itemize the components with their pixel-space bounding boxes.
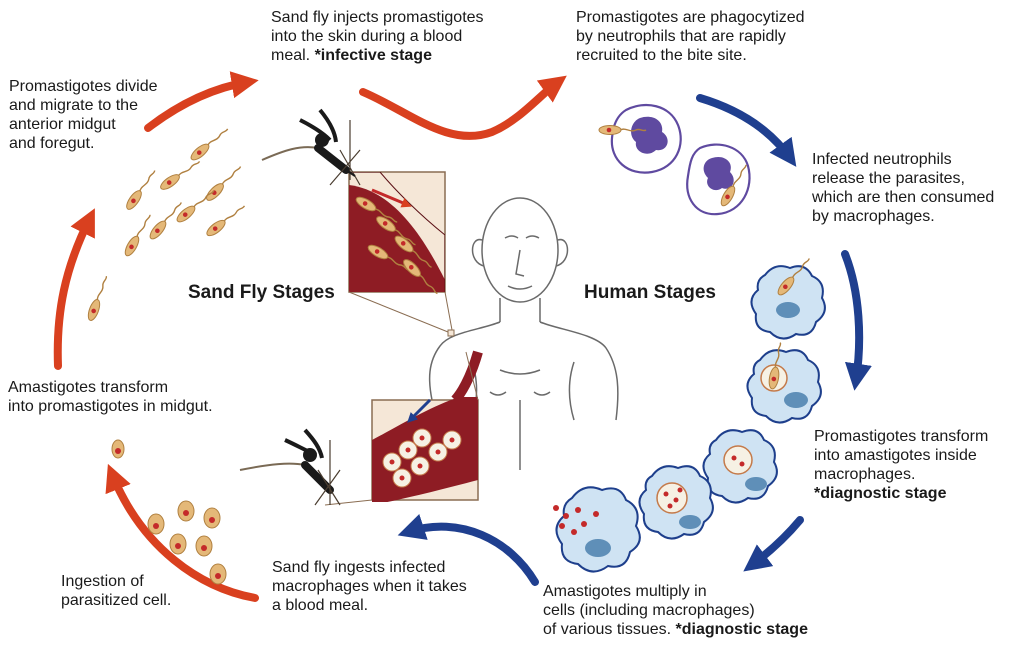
caption-divide-migrate: Promastigotes divide and migrate to the … [9, 77, 158, 153]
promastigote-neutrophil-2 [719, 163, 750, 208]
amastigote-blood-4 [400, 476, 405, 481]
amastigote-free-6 [201, 545, 207, 551]
promastigote-inset-5 [401, 257, 441, 297]
amastigote-in-macrophage-2 [740, 462, 745, 467]
caption-neutrophils-release: Infected neutrophils release the parasit… [812, 150, 994, 226]
promastigote-7 [205, 202, 248, 238]
amastigote-in-macrophage-5 [668, 504, 673, 509]
amastigote-free-5 [175, 543, 181, 549]
amastigote-in-macrophage-3 [664, 492, 669, 497]
promastigote-4 [124, 168, 158, 212]
amastigote-free-2 [153, 523, 159, 529]
promastigote-macrophage-2 [768, 342, 785, 390]
amastigote-in-macrophage-4 [674, 498, 679, 503]
amastigote-in-macrophage-6 [678, 488, 683, 493]
amastigote-blood-1 [390, 460, 395, 465]
amastigote-blood-6 [436, 450, 441, 455]
amastigote-blood-3 [420, 436, 425, 441]
caption-phagocytized: Promastigotes are phagocytized by neutro… [576, 8, 805, 65]
caption-transform-midgut: Amastigotes transform into promastigotes… [8, 378, 213, 416]
amastigote-free-1 [115, 448, 121, 454]
amastigote-in-macrophage-1 [732, 456, 737, 461]
caption-ingestion: Ingestion of parasitized cell. [61, 572, 171, 610]
promastigote-neutrophil-1 [599, 126, 646, 135]
amastigote-released-2 [563, 513, 569, 519]
amastigote-released-3 [575, 507, 581, 513]
caption-fly-injects: Sand fly injects promastigotes into the … [271, 8, 484, 65]
amastigote-free-7 [215, 573, 221, 579]
amastigote-released-4 [559, 523, 565, 529]
caption-transform-inside: Promastigotes transform into amastigotes… [814, 427, 988, 503]
amastigote-free-4 [209, 517, 215, 523]
amastigote-released-6 [593, 511, 599, 517]
amastigote-blood-7 [450, 438, 455, 443]
promastigote-macrophage-1 [775, 256, 812, 298]
sand-fly-stages-heading: Sand Fly Stages [188, 282, 335, 304]
amastigote-free-3 [183, 510, 189, 516]
promastigote-9 [86, 275, 111, 322]
promastigote-8 [123, 213, 154, 258]
caption-fly-ingests: Sand fly ingests infected macrophages wh… [272, 558, 467, 615]
amastigote-released-7 [571, 529, 577, 535]
human-stages-heading: Human Stages [584, 282, 716, 304]
promastigote-inset-2 [374, 214, 418, 248]
promastigote-2 [158, 158, 202, 192]
promastigote-1 [189, 125, 231, 162]
amastigote-blood-5 [418, 464, 423, 469]
amastigote-blood-2 [406, 448, 411, 453]
caption-multiply: Amastigotes multiply in cells (including… [543, 582, 808, 639]
amastigote-released-1 [553, 505, 559, 511]
promastigote-3 [204, 163, 244, 203]
amastigote-released-5 [581, 521, 587, 527]
